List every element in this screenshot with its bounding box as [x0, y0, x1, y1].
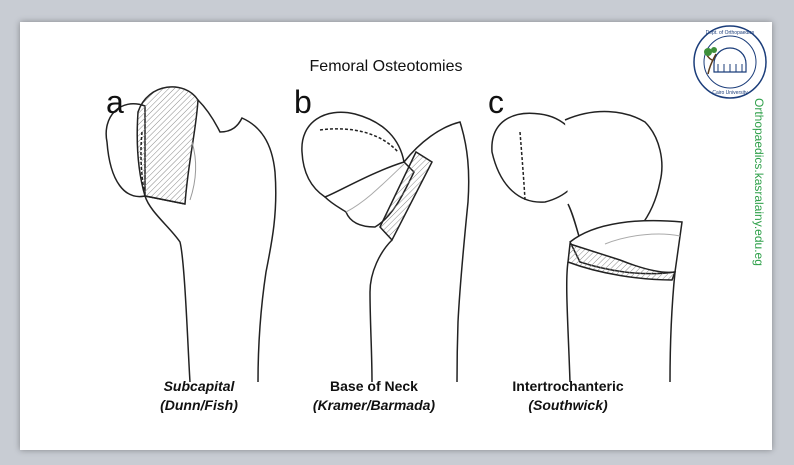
slide-title: Femoral Osteotomies — [309, 58, 463, 75]
femur-a-subcapital — [105, 86, 277, 383]
panel-b-letter: b — [294, 84, 312, 120]
caption-c-authors: (Southwick) — [528, 397, 608, 413]
femur-b-base-of-neck — [301, 111, 470, 383]
caption-a: Subcapital (Dunn/Fish) — [99, 377, 299, 415]
femur-c-intertrochanteric — [491, 110, 683, 383]
femur-illustrations — [105, 86, 683, 383]
caption-b-name: Base of Neck — [330, 378, 418, 394]
panel-c-letter: c — [488, 84, 504, 120]
caption-b: Base of Neck (Kramer/Barmada) — [274, 377, 474, 415]
caption-a-authors: (Dunn/Fish) — [160, 397, 238, 413]
seal-text: Dept. of Orthopaedics — [706, 30, 755, 36]
panel-a-letter: a — [106, 84, 124, 120]
caption-c: Intertrochanteric (Southwick) — [468, 377, 668, 415]
slide: Femoral Osteotomies — [20, 22, 772, 450]
university-seal-logo: Dept. of Orthopaedics Cairo University — [693, 25, 767, 99]
caption-c-name: Intertrochanteric — [512, 378, 624, 394]
caption-b-authors: (Kramer/Barmada) — [312, 397, 436, 413]
website-url: Orthopaedics.kasralainy.edu.eg — [752, 98, 766, 266]
svg-text:Cairo University: Cairo University — [712, 90, 748, 96]
caption-a-name: Subcapital — [163, 378, 235, 394]
